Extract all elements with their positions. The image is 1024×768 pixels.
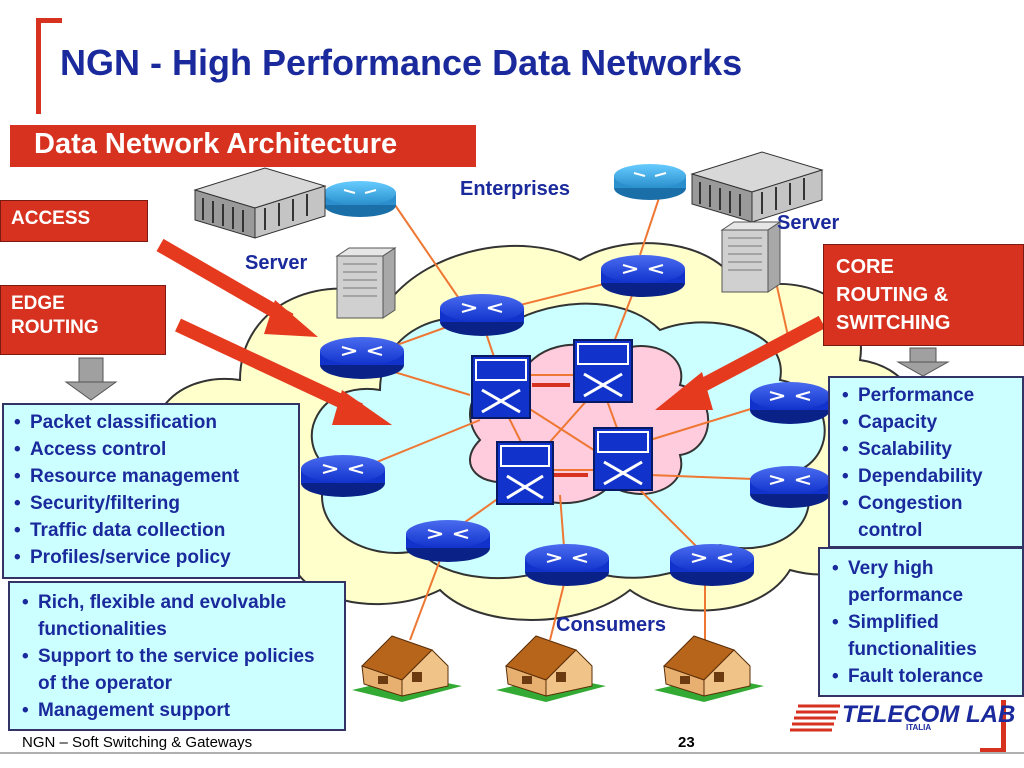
access-label: ACCESS xyxy=(0,200,148,242)
house-icon xyxy=(654,635,764,702)
list-item: Support to the service policies of the o… xyxy=(18,643,336,697)
router-icon xyxy=(601,255,685,297)
list-item: Access control xyxy=(10,436,292,463)
list-item: Scalability xyxy=(838,436,1014,463)
core-features-box: Performance Capacity Scalability Dependa… xyxy=(828,376,1024,548)
logo-wordmark: TELECOM LAB xyxy=(842,701,1016,728)
red-arrow-icon xyxy=(655,315,826,410)
switch-icon xyxy=(496,441,554,505)
router-icon xyxy=(301,455,385,497)
router-icon xyxy=(406,520,490,562)
list-item: Dependability xyxy=(838,463,1014,490)
enterprises-label: Enterprises xyxy=(460,178,571,200)
page-number: 23 xyxy=(678,734,695,751)
house-icon xyxy=(352,635,462,702)
list-item: Traffic data collection xyxy=(10,517,292,544)
footer-text: NGN – Soft Switching & Gateways xyxy=(22,734,253,751)
server-icon xyxy=(335,247,397,319)
edge-routers xyxy=(301,255,830,586)
server-label: Server xyxy=(245,252,308,274)
list-item: Profiles/service policy xyxy=(10,544,292,571)
router-icon xyxy=(750,466,830,508)
list-item: Resource management xyxy=(10,463,292,490)
core-routing-label: CORE ROUTING & SWITCHING xyxy=(823,244,1024,346)
house-icon xyxy=(496,635,606,702)
list-item: Congestion control xyxy=(838,490,1014,544)
core-features-list: Performance Capacity Scalability Dependa… xyxy=(838,382,1014,544)
edge-features-box: Packet classification Access control Res… xyxy=(2,403,300,579)
edge-features-list: Packet classification Access control Res… xyxy=(10,409,292,571)
list-item: Simplified functionalities xyxy=(828,609,1014,663)
grey-down-arrow-icon xyxy=(896,347,950,377)
edge-properties-list: Rich, flexible and evolvable functionali… xyxy=(18,589,336,724)
core-trunks xyxy=(532,383,588,477)
list-item: Capacity xyxy=(838,409,1014,436)
server-icon xyxy=(720,221,782,293)
list-item: Management support xyxy=(18,697,336,724)
router-icon xyxy=(750,382,830,424)
core-properties-box: Very high performance Simplified functio… xyxy=(818,547,1024,697)
server-label: Server xyxy=(777,212,840,234)
corner-bracket-decoration xyxy=(0,18,1024,754)
list-item: Packet classification xyxy=(10,409,292,436)
grey-down-arrow-icon xyxy=(64,357,118,401)
switch-icon xyxy=(471,355,531,419)
telecom-lab-logo xyxy=(790,704,840,732)
router-icon xyxy=(614,164,686,200)
red-arrow-icon xyxy=(175,318,392,425)
list-item: Rich, flexible and evolvable functionali… xyxy=(18,589,336,643)
enterprise-building-icon xyxy=(690,151,824,223)
logo-subtext: ITALIA xyxy=(906,723,932,732)
router-icon xyxy=(670,544,754,586)
list-item: Performance xyxy=(838,382,1014,409)
list-item: Security/filtering xyxy=(10,490,292,517)
list-item: Fault tolerance xyxy=(828,663,1014,690)
red-arrow-icon xyxy=(156,238,318,337)
switch-icon xyxy=(593,427,653,491)
slide-title: NGN - High Performance Data Networks xyxy=(60,42,743,83)
router-icon xyxy=(440,294,524,336)
switch-icon xyxy=(573,339,633,403)
core-properties-list: Very high performance Simplified functio… xyxy=(828,555,1014,690)
enterprise-routers xyxy=(324,164,686,217)
core-switches xyxy=(471,339,653,505)
router-icon xyxy=(525,544,609,586)
consumers-label: Consumers xyxy=(556,614,667,636)
section-subtitle: Data Network Architecture xyxy=(10,125,476,167)
edge-properties-box: Rich, flexible and evolvable functionali… xyxy=(8,581,346,731)
router-icon xyxy=(320,337,404,379)
list-item: Very high performance xyxy=(828,555,1014,609)
edge-routing-label: EDGE ROUTING xyxy=(0,285,166,355)
enterprise-building-icon xyxy=(193,167,327,239)
router-icon xyxy=(324,181,396,217)
